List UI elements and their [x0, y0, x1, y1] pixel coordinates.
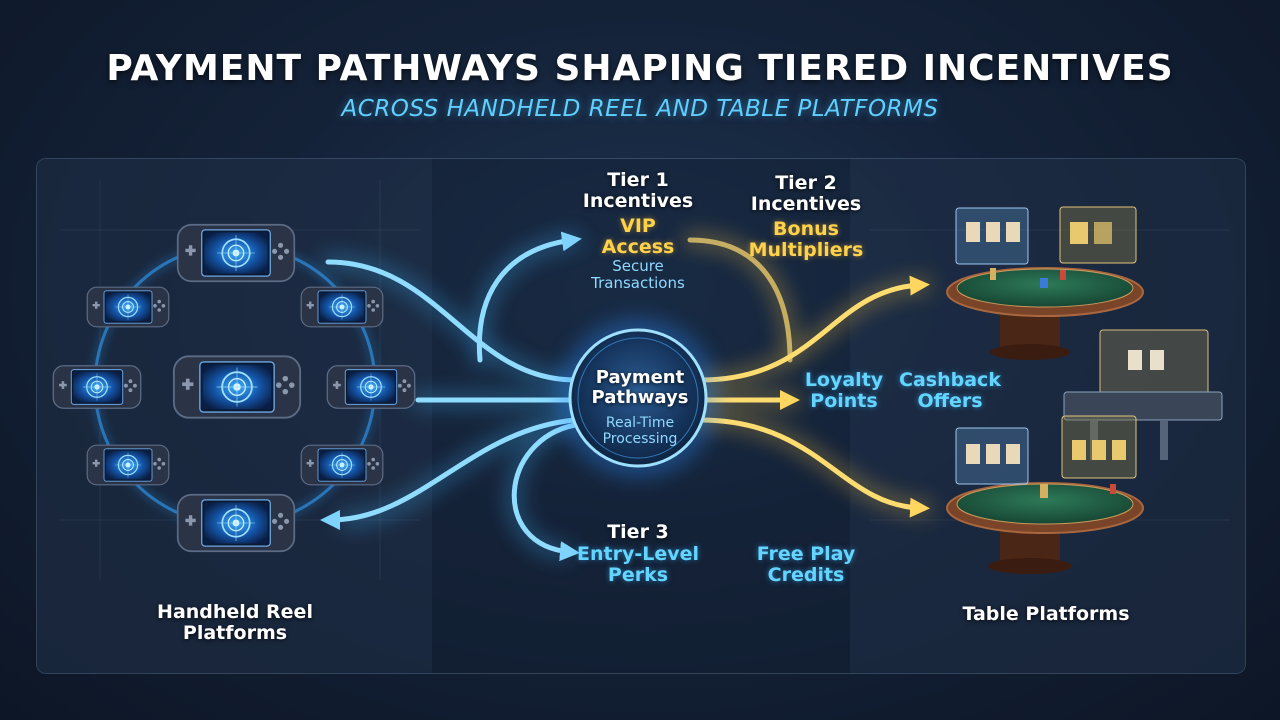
hub-subtitle: Real-Time Processing: [560, 415, 720, 447]
loyalty-points: Loyalty Points: [794, 369, 894, 413]
tier1-item-line1: VIP: [620, 215, 656, 237]
tier3-entry-level-perks: Entry-Level Perks: [568, 543, 708, 587]
tier2-heading-line2: Incentives: [750, 193, 862, 216]
handheld-label-line2: Platforms: [182, 622, 288, 645]
tier1-secure-transactions: Secure Transactions: [568, 258, 708, 292]
tier1-heading-line1: Tier 1: [607, 169, 669, 191]
tier2-item-line1: Bonus: [773, 218, 839, 240]
cashback-line1: Cashback: [899, 369, 1001, 391]
handheld-device: [172, 355, 302, 419]
hologram-screens-top: [955, 206, 1137, 265]
hologram-screens-bottom: [955, 415, 1137, 485]
gaming-table-bottom: [946, 482, 1144, 574]
flow-hub-to-handheld-return: [320, 417, 578, 530]
handheld-device: [176, 223, 296, 283]
tier2-item-line2: Multipliers: [748, 239, 864, 262]
flow-handheld-to-hub-top: [325, 259, 578, 383]
hub-sub-line2: Processing: [602, 430, 678, 447]
tier2-heading: Tier 2 Incentives: [736, 172, 876, 216]
tier1-vip-access: VIP Access: [578, 215, 698, 259]
handheld-device: [326, 365, 416, 409]
handheld-device: [300, 444, 384, 486]
handheld-device: [300, 286, 384, 328]
tier3-item-line2: Perks: [607, 564, 669, 587]
page-subtitle: ACROSS HANDHELD REEL AND TABLE PLATFORMS: [341, 96, 939, 122]
page-title: PAYMENT PATHWAYS SHAPING TIERED INCENTIV…: [106, 48, 1174, 89]
tier1-sub-line1: Secure: [612, 257, 664, 275]
hub-sub-line1: Real-Time: [605, 415, 675, 431]
handheld-device: [52, 365, 142, 409]
cashback-line2: Offers: [917, 390, 983, 413]
handheld-device: [176, 493, 296, 553]
handheld-devices: [52, 223, 416, 553]
handheld-device: [86, 286, 170, 328]
freeplay-line1: Free Play: [756, 543, 856, 565]
handheld-platforms-label: Handheld Reel Platforms: [135, 601, 335, 645]
tier3-item-line1: Entry-Level: [576, 543, 699, 565]
table-platforms-label: Table Platforms: [962, 603, 1130, 625]
loyalty-line2: Points: [810, 390, 878, 413]
table-platforms: [946, 206, 1223, 574]
flow-hub-to-table-bottom: [697, 417, 930, 518]
gaming-table-top: [946, 267, 1144, 360]
flow-hub-to-table-top: [697, 275, 930, 383]
free-play-credits: Free Play Credits: [746, 543, 866, 587]
hub-title-line2: Pathways: [591, 387, 689, 409]
tier2-bonus-multipliers: Bonus Multipliers: [736, 218, 876, 262]
flow-tier2-arc: [687, 237, 793, 363]
cashback-offers: Cashback Offers: [890, 369, 1010, 413]
handheld-device: [86, 444, 170, 486]
flow-hub-to-tier1: [476, 231, 582, 363]
tier1-item-line2: Access: [601, 236, 675, 259]
tier1-sub-line2: Transactions: [591, 273, 685, 292]
handheld-label-line1: Handheld Reel: [157, 601, 313, 623]
blue-flows: [320, 231, 582, 562]
hub-title: Payment Pathways: [560, 367, 720, 409]
flow-hub-to-tier3: [511, 422, 580, 562]
freeplay-line2: Credits: [767, 564, 845, 587]
hub-title-line1: Payment: [595, 367, 685, 388]
tier1-heading-line2: Incentives: [582, 190, 694, 213]
payment-hub: [558, 318, 718, 478]
loyalty-line1: Loyalty: [804, 369, 884, 391]
tier3-heading: Tier 3: [607, 521, 669, 543]
tier2-heading-line1: Tier 2: [775, 172, 837, 194]
tier1-heading: Tier 1 Incentives: [568, 169, 708, 213]
